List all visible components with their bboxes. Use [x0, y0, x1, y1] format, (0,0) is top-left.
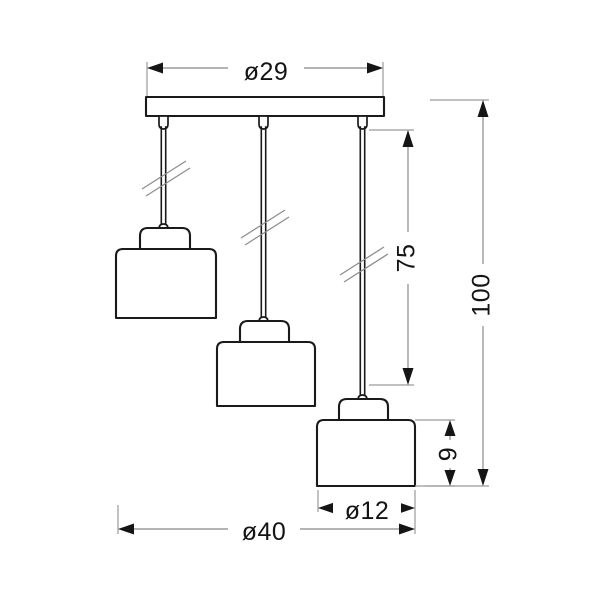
lamp-right-shade — [315, 418, 417, 488]
lamp-left — [114, 226, 218, 320]
arrow-head-top — [477, 100, 489, 117]
arrow-head-left — [318, 502, 334, 514]
cord-middle — [240, 115, 290, 331]
dimension-shade-diameter: ø12 — [317, 490, 416, 525]
ceiling-plate-body — [144, 95, 386, 118]
dimension-label-total-height: 100 — [468, 273, 496, 316]
dimension-label-shade-height: 9 — [435, 447, 463, 461]
lamp-middle — [215, 319, 317, 408]
arrow-head-bottom — [402, 368, 414, 385]
arrow-head-bottom — [477, 469, 489, 486]
arrow-head-left — [147, 62, 163, 74]
cord-left — [141, 115, 191, 237]
dimension-overall-spread: ø40 — [117, 505, 416, 546]
lamp-left-cap — [138, 226, 192, 252]
dimension-label-shade-diameter: ø12 — [345, 497, 390, 525]
cord-left-collar — [158, 115, 169, 130]
arrow-head-bottom — [444, 470, 456, 486]
dimension-label-canopy-width: ø29 — [244, 58, 289, 86]
arrow-head-top — [444, 420, 456, 436]
arrow-head-right — [399, 502, 415, 514]
dimension-total-height: 100 — [425, 99, 497, 487]
cord-right-collar — [357, 115, 368, 130]
arrow-head-top — [402, 130, 414, 147]
dimension-label-drop-length: 75 — [393, 244, 421, 273]
dimension-drop-length: 75 — [369, 129, 421, 386]
break-mark-left — [141, 160, 191, 197]
dimension-canopy-width: ø29 — [146, 52, 384, 99]
label-backdrop — [395, 232, 421, 284]
arrow-head-right — [367, 62, 383, 74]
label-backdrop — [228, 513, 300, 543]
label-backdrop — [333, 492, 401, 522]
dimension-label-overall-spread: ø40 — [242, 518, 287, 546]
cord-right — [339, 115, 389, 409]
break-mark-right — [339, 246, 389, 283]
arrow-head-left — [118, 523, 134, 535]
arrow-head-right — [399, 523, 415, 535]
lamp-right-cap — [337, 397, 390, 423]
label-backdrop — [469, 264, 497, 326]
lamp-left-shade — [114, 247, 218, 320]
label-backdrop — [228, 52, 304, 82]
dimension-shade-height: 9 — [415, 419, 463, 487]
lamp-middle-cap — [238, 319, 291, 345]
label-backdrop — [438, 440, 462, 468]
cord-middle-collar — [258, 115, 269, 130]
ceiling-plate — [144, 95, 386, 118]
lamp-middle-shade — [215, 340, 317, 408]
lamp-right — [315, 397, 417, 488]
break-mark-middle — [240, 209, 290, 246]
